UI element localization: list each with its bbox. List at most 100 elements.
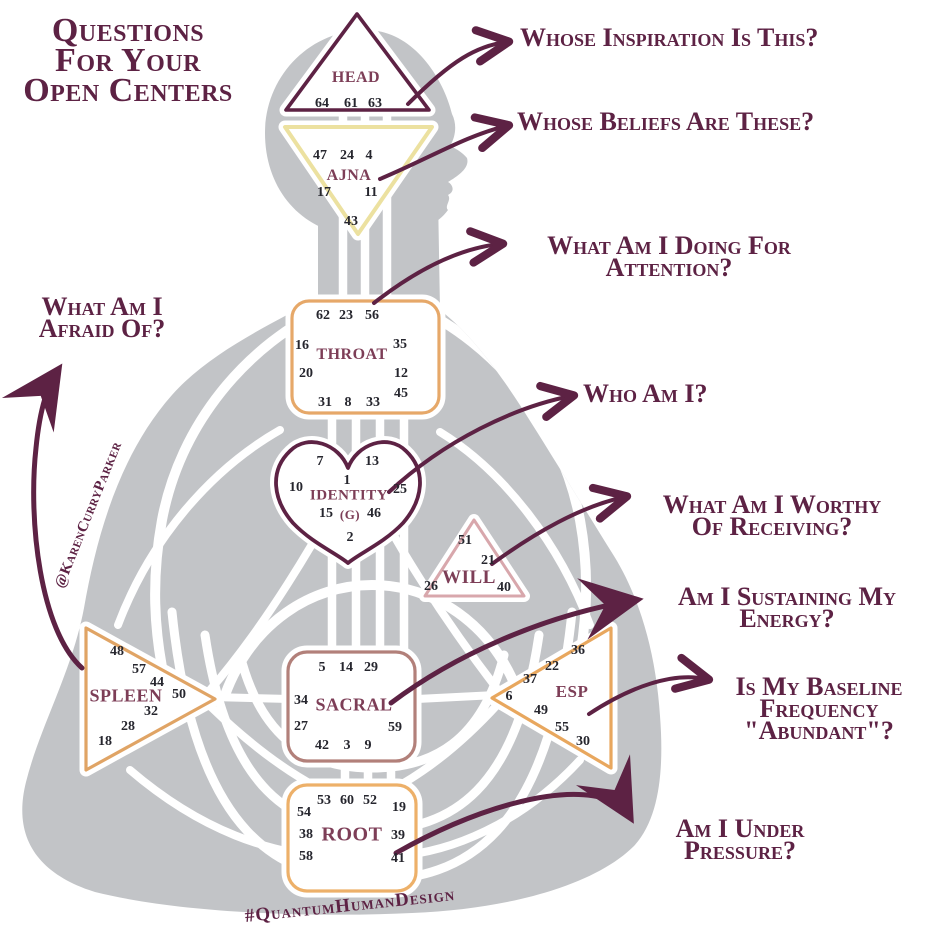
gate-56: 56 xyxy=(365,308,379,323)
gate-14: 14 xyxy=(339,660,353,675)
gate-27: 27 xyxy=(294,719,308,734)
identity-label: IDENTITY xyxy=(309,487,389,504)
question-line: Attention? xyxy=(605,253,733,282)
question-identity: Who Am I? xyxy=(583,379,708,408)
arrow-throat xyxy=(372,227,508,305)
arrow-esp xyxy=(587,653,714,716)
question-line: Am I Sustaining My xyxy=(677,582,897,611)
gate-59: 59 xyxy=(388,720,402,735)
arrow-sacral xyxy=(388,578,644,706)
gate-38: 38 xyxy=(299,827,313,842)
question-line: What Am I Worthy xyxy=(662,490,882,519)
question-line: Who Am I? xyxy=(583,379,708,408)
gate-21: 21 xyxy=(481,553,495,568)
gate-34: 34 xyxy=(294,693,308,708)
gate-61: 61 xyxy=(344,96,358,111)
identity-g-label: (G) xyxy=(339,507,361,522)
gate-13: 13 xyxy=(365,454,379,469)
root-label: ROOT xyxy=(321,823,383,846)
gate-24: 24 xyxy=(340,148,354,163)
question-will: What Am I Worthy Of Receiving? xyxy=(638,490,906,541)
arrow-identity xyxy=(387,381,579,494)
gate-8: 8 xyxy=(344,395,352,410)
gate-64: 64 xyxy=(315,96,329,111)
gate-32: 32 xyxy=(144,704,158,719)
gate-28: 28 xyxy=(121,719,135,734)
page-title: Questions For Your Open Centers xyxy=(20,12,236,108)
gate-5: 5 xyxy=(318,660,326,675)
gate-46: 46 xyxy=(367,506,381,521)
question-line: What Am I xyxy=(41,292,163,321)
question-throat: What Am I Doing For Attention? xyxy=(500,231,838,282)
gate-62: 62 xyxy=(316,308,330,323)
gate-16: 16 xyxy=(295,338,309,353)
gate-6: 6 xyxy=(505,689,513,704)
head-label: HEAD xyxy=(331,69,381,86)
question-line: Frequency xyxy=(759,694,879,723)
question-line: Whose Inspiration Is This? xyxy=(520,23,819,52)
spleen-label: SPLEEN xyxy=(89,685,163,706)
question-line: Afraid Of? xyxy=(38,314,166,343)
gate-47: 47 xyxy=(313,148,327,163)
will-label: WILL xyxy=(442,567,496,588)
gate-41: 41 xyxy=(391,851,405,866)
question-root: Am I Under Pressure? xyxy=(628,814,852,865)
question-line: Whose Beliefs Are These? xyxy=(517,107,815,136)
arrows xyxy=(1,26,714,856)
question-line: Am I Under xyxy=(675,814,805,843)
gate-26: 26 xyxy=(424,579,438,594)
gate-4: 4 xyxy=(365,148,373,163)
ajna-label: AJNA xyxy=(326,167,372,184)
gate-25: 25 xyxy=(393,482,407,497)
question-line: What Am I Doing For xyxy=(547,231,791,260)
gate-15: 15 xyxy=(319,506,333,521)
arrow-ajna xyxy=(378,113,514,181)
gate-54: 54 xyxy=(297,805,311,820)
gate-51: 51 xyxy=(458,533,472,548)
gate-19: 19 xyxy=(392,800,406,815)
gate-40: 40 xyxy=(497,580,511,595)
gate-1: 1 xyxy=(343,473,351,488)
gate-48: 48 xyxy=(110,644,124,659)
gate-10: 10 xyxy=(289,480,303,495)
arrow-will xyxy=(490,483,632,566)
gate-36: 36 xyxy=(571,643,585,658)
gate-49: 49 xyxy=(534,703,548,718)
gate-30: 30 xyxy=(576,734,590,749)
gate-52: 52 xyxy=(363,793,377,808)
gate-58: 58 xyxy=(299,849,313,864)
question-line: Pressure? xyxy=(684,836,796,865)
gate-31: 31 xyxy=(318,395,332,410)
gate-33: 33 xyxy=(366,395,380,410)
gate-9: 9 xyxy=(364,738,372,753)
esp-label: ESP xyxy=(555,682,589,701)
gate-2: 2 xyxy=(346,530,354,545)
question-head: Whose Inspiration Is This? xyxy=(520,23,819,52)
question-line: "Abundant"? xyxy=(744,716,894,745)
question-spleen: What Am I Afraid Of? xyxy=(24,292,180,343)
center-shapes xyxy=(79,7,618,898)
question-line: Of Receiving? xyxy=(691,512,853,541)
gate-60: 60 xyxy=(340,793,354,808)
gate-23: 23 xyxy=(339,308,353,323)
gate-22: 22 xyxy=(545,659,559,674)
gate-18: 18 xyxy=(98,734,112,749)
question-sacral: Am I Sustaining My Energy? xyxy=(652,582,922,633)
question-line: Energy? xyxy=(739,604,835,633)
gate-57: 57 xyxy=(132,662,146,677)
gate-44: 44 xyxy=(150,675,164,690)
gate-43: 43 xyxy=(344,214,358,229)
arrow-spleen xyxy=(1,363,85,671)
gate-35: 35 xyxy=(393,337,407,352)
gate-11: 11 xyxy=(364,185,378,200)
arrow-root xyxy=(393,754,634,856)
gate-12: 12 xyxy=(394,366,408,381)
gate-39: 39 xyxy=(391,828,405,843)
gate-7: 7 xyxy=(316,454,324,469)
gate-42: 42 xyxy=(315,738,329,753)
gate-37: 37 xyxy=(523,672,537,687)
throat-label: THROAT xyxy=(316,346,388,363)
title-line: Questions xyxy=(51,12,205,49)
arrow-head xyxy=(406,26,514,106)
